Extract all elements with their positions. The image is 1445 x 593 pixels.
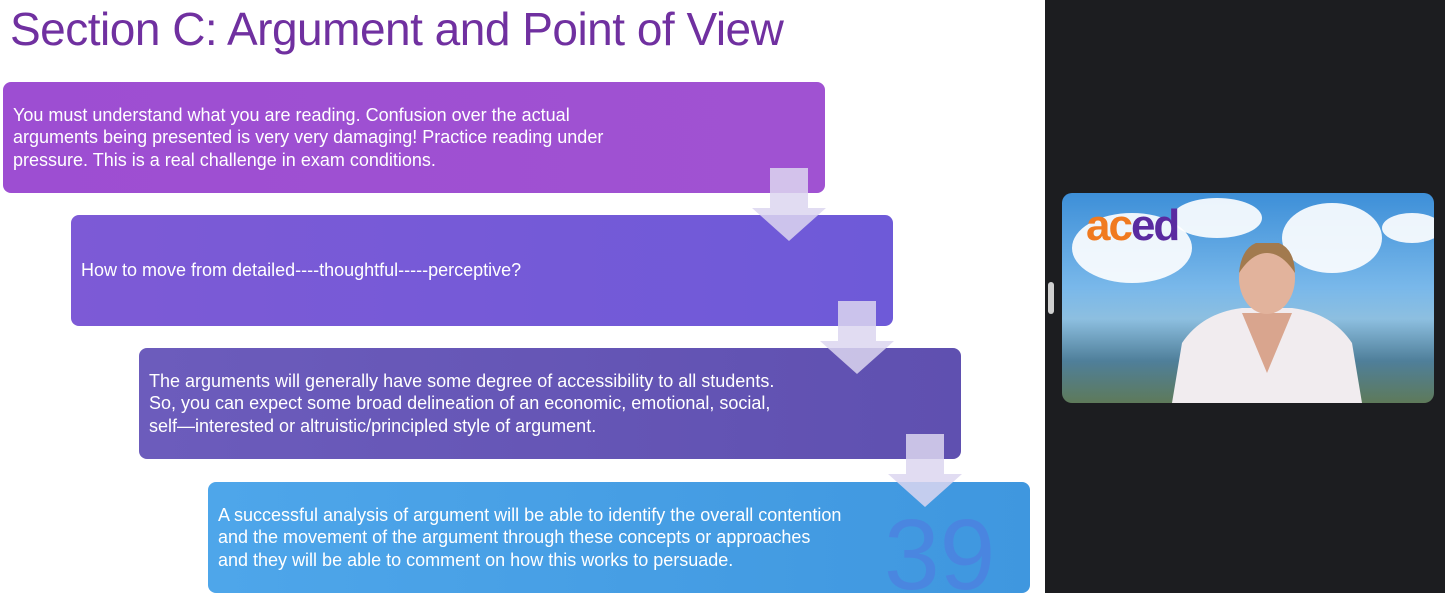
down-arrow-icon (888, 434, 962, 507)
webcam-video-tile[interactable]: aced (1062, 193, 1434, 403)
presentation-slide: Section C: Argument and Point of View Yo… (0, 0, 1045, 593)
down-arrow-icon (820, 301, 894, 374)
box-text: You must understand what you are reading… (13, 104, 604, 170)
aced-logo: aced (1086, 201, 1180, 250)
process-box-4: A successful analysis of argument will b… (208, 482, 1030, 593)
panel-resize-handle[interactable] (1048, 282, 1054, 314)
box-text: The arguments will generally have some d… (149, 370, 775, 436)
box-text: A successful analysis of argument will b… (218, 504, 842, 570)
slide-page-number: 39 (884, 499, 996, 593)
process-box-1: You must understand what you are reading… (3, 82, 825, 193)
down-arrow-icon (752, 168, 826, 241)
box-text: How to move from detailed----thoughtful-… (81, 260, 522, 281)
slide-title: Section C: Argument and Point of View (10, 3, 784, 55)
presenter-figure (1172, 243, 1362, 403)
